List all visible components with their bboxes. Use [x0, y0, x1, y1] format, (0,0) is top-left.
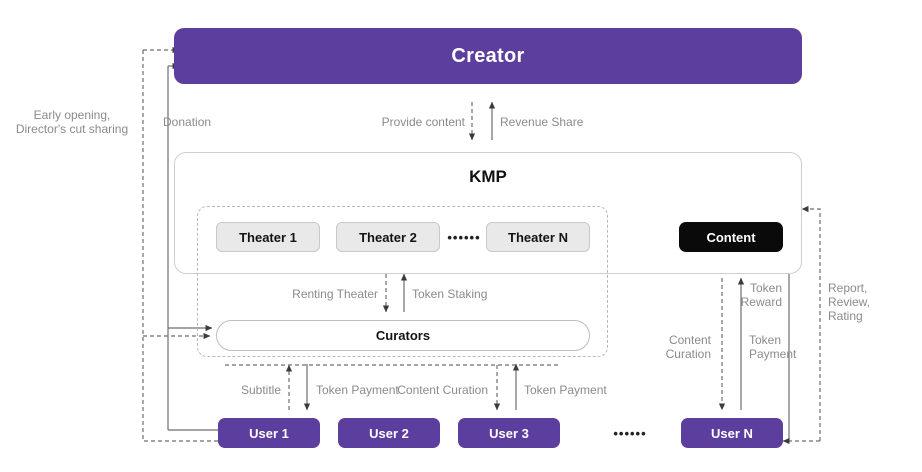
- theaters-curators-group: [197, 206, 608, 357]
- label-token-payment-mid: Token Payment: [524, 383, 607, 397]
- user-1-node[interactable]: User 1: [218, 418, 320, 448]
- label-token-reward: Token Reward: [740, 281, 782, 309]
- label-content-curation-mid: Content Curation: [397, 383, 488, 397]
- kmp-container: [174, 152, 802, 274]
- label-content-curation-right: Content Curation: [665, 333, 711, 361]
- label-provide-content: Provide content: [381, 115, 465, 129]
- label-token-payment-left: Token Payment: [316, 383, 399, 397]
- theater-n-node[interactable]: Theater N: [486, 222, 590, 252]
- label-early-opening: Early opening, Director's cut sharing: [15, 108, 129, 136]
- content-node[interactable]: Content: [679, 222, 783, 252]
- label-donation: Donation: [163, 115, 212, 129]
- creator-node[interactable]: Creator: [174, 28, 802, 84]
- label-subtitle: Subtitle: [240, 383, 281, 397]
- label-revenue-share: Revenue Share: [500, 115, 584, 129]
- curators-node[interactable]: Curators: [216, 320, 590, 351]
- kmp-title: KMP: [469, 167, 507, 186]
- theater-ellipsis: ••••••: [447, 229, 481, 245]
- theater-2-node[interactable]: Theater 2: [336, 222, 440, 252]
- user-ellipsis: ••••••: [613, 425, 647, 441]
- label-report-review-rating: Report, Review, Rating: [828, 281, 871, 323]
- label-token-staking: Token Staking: [412, 287, 488, 301]
- label-token-payment-right: Token Payment: [749, 333, 797, 361]
- user-n-node[interactable]: User N: [681, 418, 783, 448]
- user-3-node[interactable]: User 3: [458, 418, 560, 448]
- label-renting-theater: Renting Theater: [292, 287, 378, 301]
- user-2-node[interactable]: User 2: [338, 418, 440, 448]
- edge-report-review-rating: [801, 205, 821, 441]
- theater-1-node[interactable]: Theater 1: [216, 222, 320, 252]
